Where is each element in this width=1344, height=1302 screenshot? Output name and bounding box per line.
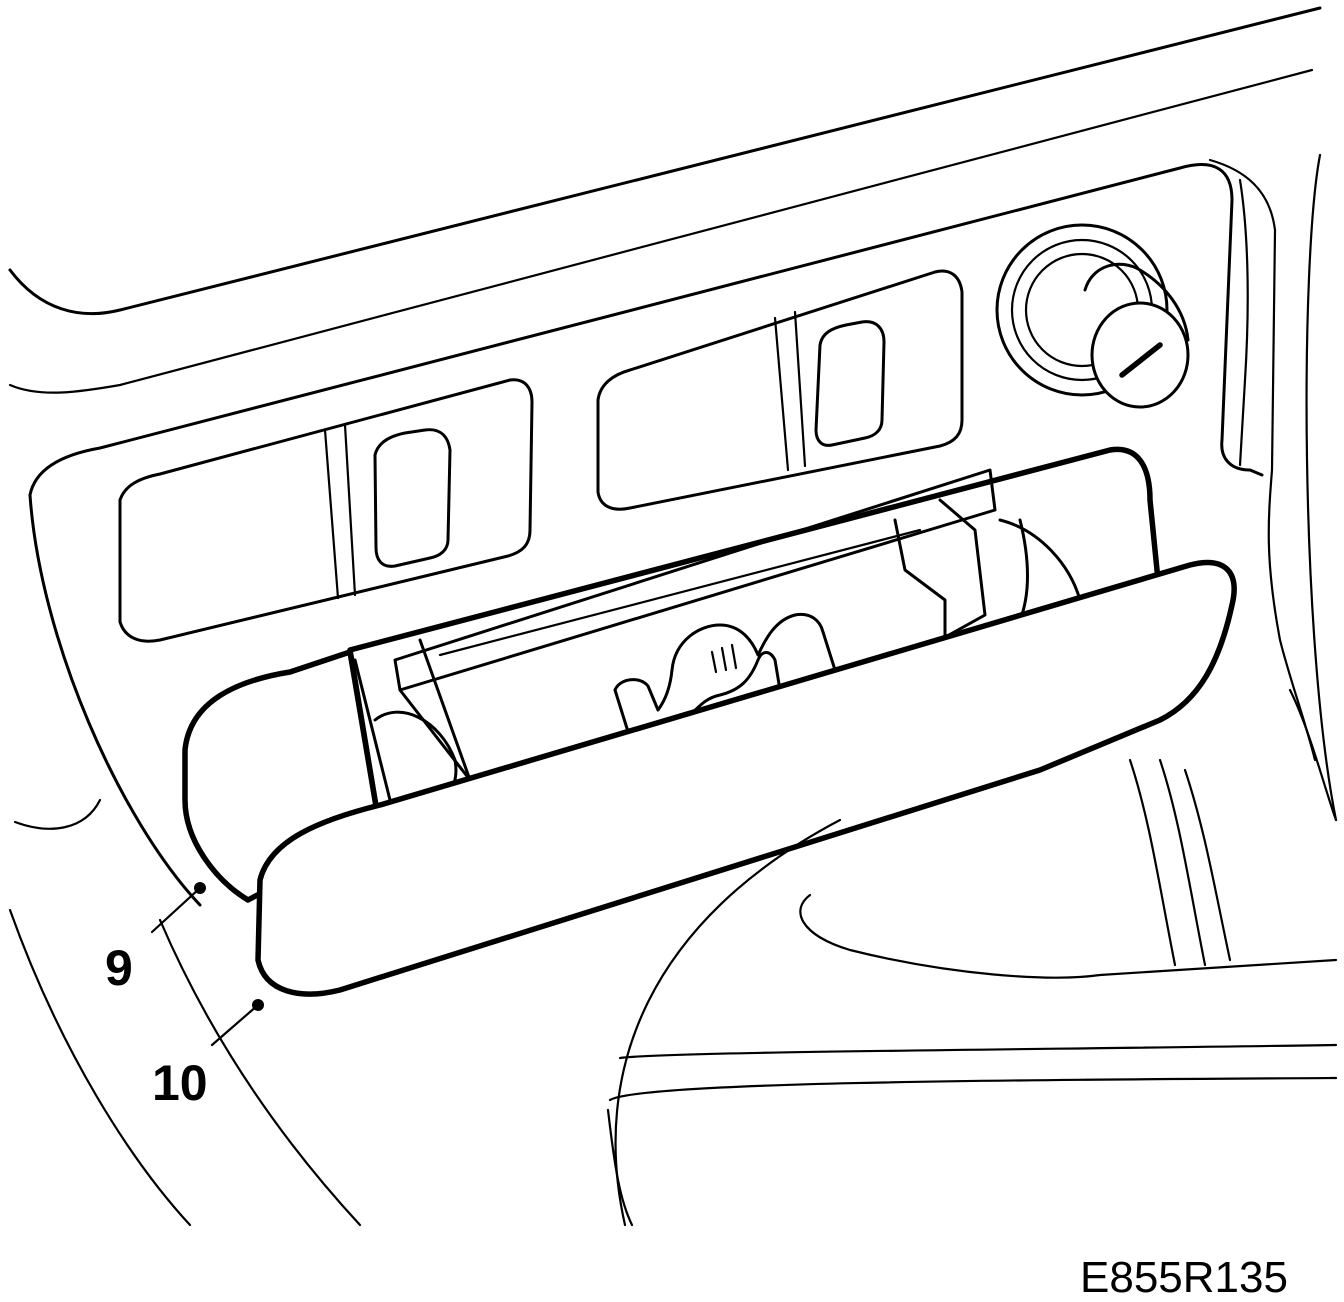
figure-id: E855R135: [1080, 1253, 1288, 1302]
ashtray-spring-clip: [613, 612, 837, 740]
dashboard-contours: [8, 6, 1338, 822]
lower-console-contours: [8, 758, 1338, 1227]
callout-9-dot: [194, 882, 206, 894]
left-switch: [118, 378, 534, 643]
callout-10-dot: [252, 999, 264, 1011]
right-switch: [596, 269, 964, 511]
callout-9-label: 9: [105, 940, 133, 996]
cigarette-lighter: [995, 223, 1190, 409]
callout-leaders: [150, 882, 264, 1047]
console-panel: [28, 158, 1317, 907]
callout-10-label: 10: [152, 1055, 208, 1111]
ashtray-front-cover: [255, 559, 1237, 997]
